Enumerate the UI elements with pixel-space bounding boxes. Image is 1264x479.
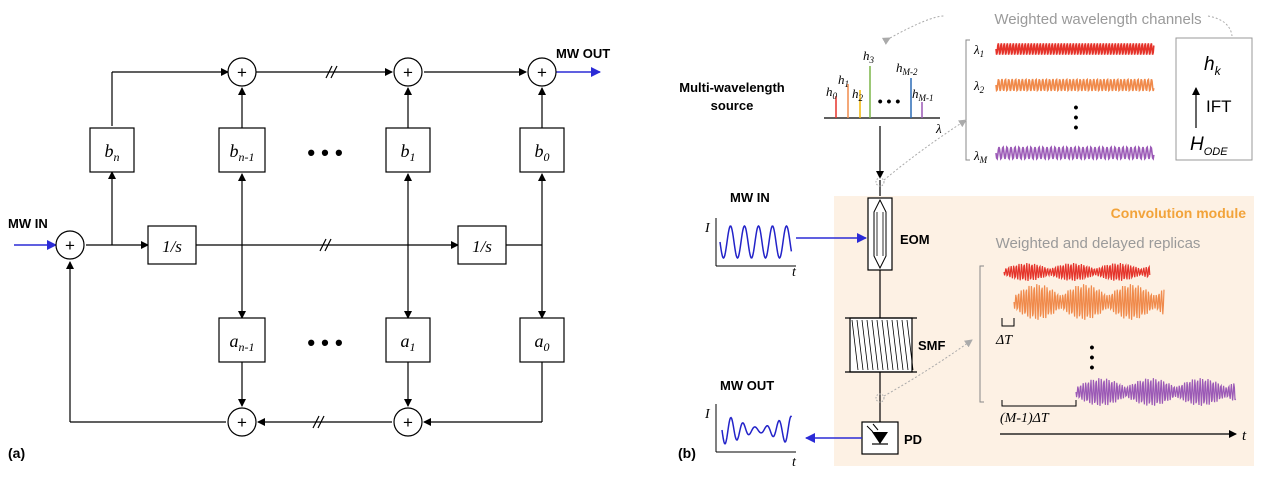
svg-text:+: +	[65, 236, 75, 255]
channels-bracket	[965, 39, 970, 161]
sum-node-bottom-2: +	[393, 407, 423, 437]
time-axis-label: t	[1242, 428, 1247, 444]
replica-dot-1: •	[1090, 339, 1095, 355]
coef-block-b-0: b0	[519, 127, 565, 173]
delta-t-label: ΔT	[995, 333, 1013, 348]
pd-label: PD	[904, 432, 922, 447]
spectrum-label-h2: h2	[852, 86, 864, 103]
eom-label: EOM	[900, 232, 930, 247]
svg-text:HODE: HODE	[1190, 134, 1228, 158]
replicas-bracket	[979, 265, 984, 403]
svg-text:IFT: IFT	[1206, 97, 1232, 116]
svg-text:+: +	[237, 413, 247, 432]
channel-wave-1	[995, 43, 1155, 55]
smf-label: SMF	[918, 338, 946, 353]
coef-block-a-n-1: an-1	[218, 317, 266, 363]
delta-t-m-marker	[1001, 400, 1077, 407]
spectrum-label-h0: h0	[826, 84, 838, 101]
panel-a-label: (a)	[8, 445, 25, 461]
svg-text:+: +	[403, 63, 413, 82]
spectrum-label-h1: h1	[838, 72, 849, 89]
svg-text:hk: hk	[1204, 54, 1222, 78]
tap-link-1	[883, 119, 967, 181]
svg-text:+: +	[537, 63, 547, 82]
replicas-caption: Weighted and delayed replicas	[996, 235, 1201, 252]
channel-label-1: λ1	[973, 42, 984, 59]
panel-b-label: (b)	[678, 445, 696, 461]
sum-node-top-1: +	[227, 57, 257, 87]
svg-text:b0: b0	[535, 141, 550, 164]
tap-point-2	[875, 393, 885, 403]
channel-label-M: λM	[973, 148, 988, 165]
svg-text:bn: bn	[105, 141, 120, 164]
tap-point-1	[875, 177, 885, 187]
mw-out-label-b: MW OUT	[720, 378, 774, 393]
ellipsis-a-row: • • •	[307, 330, 342, 355]
svg-text:I: I	[704, 407, 711, 422]
channel-label-2: λ2	[973, 78, 985, 95]
source-label-line1: Multi-wavelength	[679, 80, 785, 95]
channel-dot-1: •	[1074, 99, 1079, 115]
spectrum-label-hM-2: hM-2	[896, 60, 918, 77]
delta-t-marker	[1001, 318, 1015, 327]
svg-text:+: +	[237, 63, 247, 82]
photodiode	[861, 421, 899, 455]
mw-out-label-a: MW OUT	[556, 46, 610, 61]
delta-t-m-label: (M-1)ΔT	[1000, 411, 1050, 426]
sum-node-output: +	[527, 57, 557, 87]
coef-block-b-1: b1	[385, 127, 431, 173]
dotted-arc-right	[1207, 15, 1233, 37]
replica-dot-3: •	[1090, 359, 1095, 375]
spectrum-label-h3: h3	[863, 48, 875, 65]
svg-text:t: t	[792, 455, 797, 470]
tap-link-2	[883, 339, 973, 397]
svg-text:t: t	[792, 265, 797, 280]
svg-text:a1: a1	[401, 331, 416, 354]
svg-text:I: I	[704, 221, 711, 236]
mw-in-label-a: MW IN	[8, 216, 48, 231]
convolution-module-title: Convolution module	[1111, 205, 1247, 221]
coef-block-b-n-1: bn-1	[218, 127, 266, 173]
coef-block-a-1: a1	[385, 317, 431, 363]
mw-out-signal-plot: I t	[704, 404, 797, 470]
replica-wave-1	[1003, 263, 1151, 281]
replica-wave-M	[1075, 378, 1237, 406]
channels-caption: Weighted wavelength channels	[994, 11, 1201, 28]
ift-box: hk IFT HODE	[1175, 37, 1253, 161]
sum-node-bottom-1: +	[227, 407, 257, 437]
integrator-block-1: 1/s	[147, 225, 197, 265]
coef-block-a-0: a0	[519, 317, 565, 363]
svg-text:+: +	[403, 413, 413, 432]
channel-dot-3: •	[1074, 119, 1079, 135]
svg-text:b1: b1	[401, 141, 416, 164]
panel-a	[14, 65, 601, 429]
replica-dot-2: •	[1090, 349, 1095, 365]
ellipsis-b-row: • • •	[307, 140, 342, 165]
mw-in-signal-plot: I t	[704, 218, 797, 280]
channel-wave-2	[995, 77, 1155, 93]
source-label-line2: source	[711, 98, 754, 113]
sum-node-input: +	[55, 230, 85, 260]
channel-wave-M	[995, 145, 1155, 161]
svg-text:1/s: 1/s	[162, 237, 182, 256]
eom-device	[867, 197, 893, 271]
mw-in-label-b: MW IN	[730, 190, 770, 205]
svg-text:bn-1: bn-1	[230, 141, 255, 164]
channel-dot-2: •	[1074, 109, 1079, 125]
svg-text:1/s: 1/s	[472, 237, 492, 256]
svg-text:an-1: an-1	[230, 331, 255, 354]
smf-coil	[845, 317, 917, 373]
replica-wave-2	[1013, 284, 1165, 320]
svg-text:a0: a0	[535, 331, 550, 354]
spectrum-plot: h0 h1 h2 h3 hM-2 hM-1 • • • λ	[824, 48, 942, 136]
sum-node-top-2: +	[393, 57, 423, 87]
spectrum-dots: • • •	[878, 93, 901, 109]
dotted-arc-left	[881, 15, 945, 45]
spectrum-label-hM-1: hM-1	[912, 86, 934, 103]
lambda-axis-label: λ	[935, 121, 942, 136]
coef-block-b-n: bn	[89, 127, 135, 173]
integrator-block-2: 1/s	[457, 225, 507, 265]
